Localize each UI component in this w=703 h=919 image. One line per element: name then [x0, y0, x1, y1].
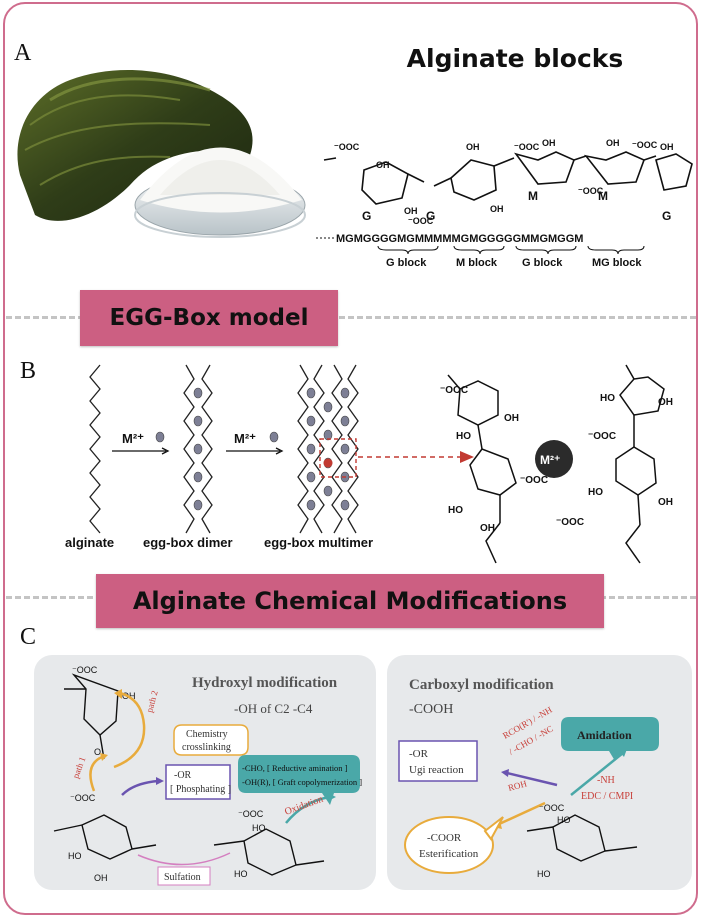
separator-1	[6, 316, 696, 319]
stage-label-dimer: egg-box dimer	[143, 535, 233, 550]
svg-text:⁻OOC: ⁻OOC	[70, 793, 96, 803]
block-label-g1: G block	[386, 257, 427, 269]
svg-text:HO: HO	[456, 431, 471, 442]
chemistry-bubble-line2: crosslinking	[182, 742, 231, 753]
alginate-blocks-title: Alginate blocks	[406, 44, 624, 73]
svg-text:HO: HO	[600, 393, 615, 404]
carboxyl-modification-diagram: Carboxyl modification -COOH -OR Ugi reac…	[398, 677, 659, 879]
svg-text:OH: OH	[490, 204, 504, 214]
svg-text:HO: HO	[234, 869, 248, 879]
svg-text:OH: OH	[658, 497, 673, 508]
or-box-line2: [ Phosphating ]	[170, 784, 231, 795]
egg-box-banner: EGG-Box model	[80, 290, 338, 346]
alginate-chain-structure: ⁻OOC OH OH OH ⁻OOC OH OH ⁻OOC OH ⁻OOC ⁻O…	[316, 138, 693, 269]
svg-text:⁻OOC: ⁻OOC	[514, 142, 540, 152]
svg-text:OH: OH	[504, 413, 519, 424]
panel-label-b: B	[20, 358, 37, 384]
or-box-line1: -OR	[174, 770, 192, 781]
coor-bubble-line2: Esterification	[419, 848, 479, 860]
stage-label-alginate: alginate	[65, 535, 114, 550]
svg-text:OH: OH	[466, 142, 480, 152]
svg-text:OH: OH	[542, 138, 556, 148]
svg-text:OH: OH	[404, 206, 418, 216]
carboxyl-title: Carboxyl modification	[409, 677, 554, 693]
block-sequence: MGMGGGGMGMMMMMGMGGGGGMMGMGGM	[336, 233, 583, 245]
cho-bubble-line1: -CHO, [ Reductive amination ]	[242, 763, 348, 773]
seaweed-icon	[17, 69, 253, 221]
svg-text:HO: HO	[252, 823, 266, 833]
svg-text:OH: OH	[658, 397, 673, 408]
stage-label-multimer: egg-box multimer	[264, 535, 373, 550]
svg-text:⁻OOC: ⁻OOC	[408, 216, 434, 226]
svg-text:OH: OH	[480, 523, 495, 534]
hydroxyl-subtitle: -OH of C2 -C4	[234, 701, 313, 716]
sulfation-label: Sulfation	[164, 872, 201, 883]
svg-text:⁻OOC: ⁻OOC	[72, 665, 98, 675]
carboxyl-subtitle: -COOH	[409, 702, 453, 717]
hydroxyl-title: Hydroxyl modification	[192, 675, 338, 691]
svg-text:⁻OOC: ⁻OOC	[588, 431, 616, 442]
svg-text:OH: OH	[376, 160, 390, 170]
svg-text:⁻OOC: ⁻OOC	[440, 385, 468, 396]
cho-bubble-line2: -OH(R), [ Graft copolymerization ]	[242, 777, 362, 787]
panel-label-a: A	[14, 40, 32, 66]
svg-text:⁻OOC: ⁻OOC	[539, 803, 565, 813]
residue-label-m2: M	[598, 189, 608, 203]
residue-label-m1: M	[528, 189, 538, 203]
residue-label-g1: G	[362, 209, 371, 223]
central-metal-ion	[535, 440, 573, 478]
residue-label-g2: G	[426, 209, 435, 223]
ion-label-2: M²⁺	[234, 431, 256, 446]
residue-label-g3: G	[662, 209, 671, 223]
amidation-label: Amidation	[577, 728, 632, 742]
svg-text:⁻OOC: ⁻OOC	[238, 809, 264, 819]
svg-text:HO: HO	[68, 851, 82, 861]
nh-label: -NH	[597, 775, 615, 786]
svg-text:HO: HO	[557, 815, 571, 825]
block-label-g2: G block	[522, 257, 563, 269]
chemistry-bubble-line1: Chemistry	[186, 729, 228, 740]
path-1-label: path 1	[70, 755, 87, 779]
egg-box-model-diagram: M²⁺ M²⁺ alginate egg-box dimer egg-box m…	[65, 364, 673, 564]
path-2-label: path 2	[144, 689, 159, 713]
petri-dish-icon	[134, 147, 306, 238]
hydroxyl-modification-diagram: Hydroxyl modification -OH of C2 -C4 ⁻OOC…	[53, 665, 362, 886]
central-ion-label: M²⁺	[540, 453, 560, 467]
svg-text:⁻OOC: ⁻OOC	[334, 142, 360, 152]
alginate-chain	[89, 364, 101, 534]
svg-text:⁻OOC: ⁻OOC	[556, 517, 584, 528]
svg-text:OH: OH	[606, 138, 620, 148]
svg-text:OH: OH	[660, 142, 674, 152]
figure-border	[3, 2, 698, 915]
panel-label-c: C	[20, 624, 37, 650]
carboxyl-or-box-line2: Ugi reaction	[409, 764, 464, 776]
svg-text:HO: HO	[537, 869, 551, 879]
ion-label-1: M²⁺	[122, 431, 144, 446]
edc-label: EDC / CMPI	[581, 791, 633, 802]
oxidation-label: Oxidation	[283, 794, 324, 818]
coor-bubble-line1: -COOR	[427, 832, 462, 844]
block-label-m: M block	[456, 257, 498, 269]
carboxyl-or-box-line1: -OR	[409, 748, 429, 760]
svg-text:⁻OOC: ⁻OOC	[632, 140, 658, 150]
roh-label: ROH	[507, 778, 528, 793]
svg-text:OH: OH	[94, 873, 108, 883]
svg-text:⁻OOC: ⁻OOC	[578, 186, 604, 196]
svg-text:HO: HO	[588, 487, 603, 498]
zoom-box	[319, 438, 357, 478]
svg-text:HO: HO	[448, 505, 463, 516]
svg-text:⁻OOC: ⁻OOC	[520, 475, 548, 486]
block-label-mg: MG block	[592, 257, 642, 269]
modifications-banner: Alginate Chemical Modifications	[96, 574, 604, 628]
seaweed-powder-illustration	[17, 69, 306, 238]
svg-text:O: O	[94, 747, 101, 757]
